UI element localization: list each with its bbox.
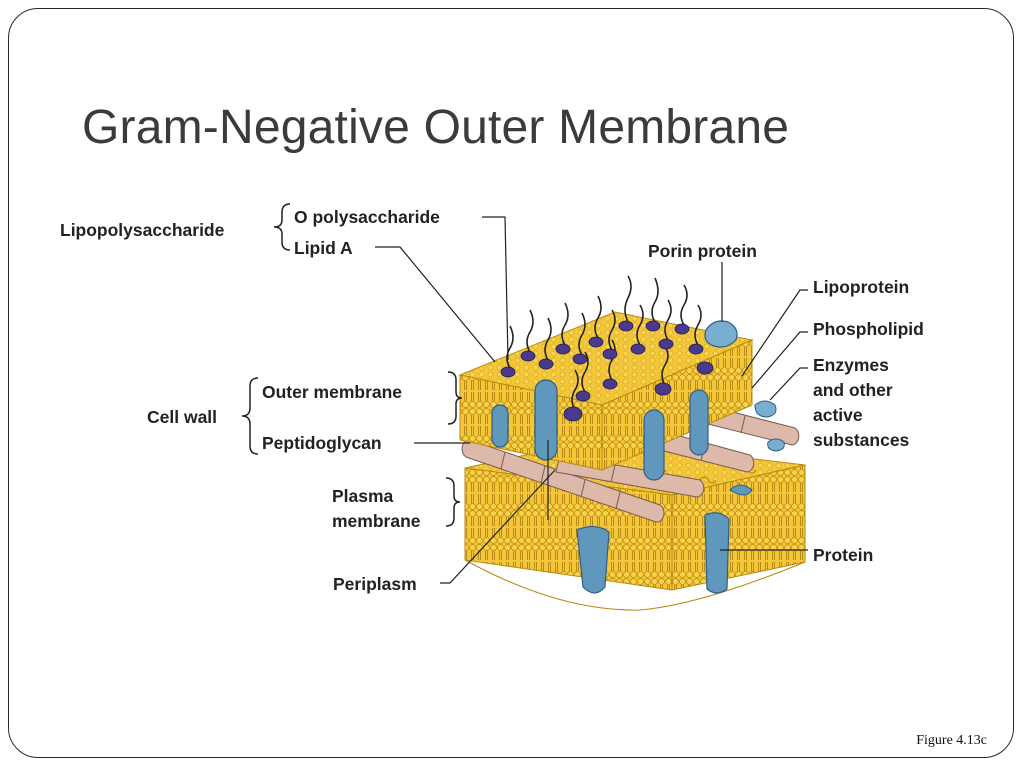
label-cell-wall: Cell wall <box>147 407 217 427</box>
figure-caption: Figure 4.13c <box>916 733 987 748</box>
label-periplasm: Periplasm <box>333 574 417 594</box>
label-lipopolysaccharide: Lipopolysaccharide <box>60 220 225 240</box>
diagram-labels: Lipopolysaccharide O polysaccharide Lipi… <box>60 207 924 594</box>
label-peptidoglycan: Peptidoglycan <box>262 433 382 453</box>
plasma-membrane-proteins <box>576 484 753 594</box>
label-o-polysaccharide: O polysaccharide <box>294 207 440 227</box>
slide-title: Gram-Negative Outer Membrane <box>82 101 790 154</box>
porin-protein <box>704 320 738 348</box>
label-lipoprotein: Lipoprotein <box>813 277 909 297</box>
label-lipid-a: Lipid A <box>294 238 353 258</box>
label-porin-protein: Porin protein <box>648 241 757 261</box>
label-enzymes-line2: and other <box>813 380 893 400</box>
label-phospholipid: Phospholipid <box>813 319 924 339</box>
label-plasma-line2: membrane <box>332 511 421 531</box>
label-outer-membrane: Outer membrane <box>262 382 402 402</box>
leader-lines <box>375 216 808 584</box>
label-enzymes-line4: substances <box>813 430 910 450</box>
label-enzymes-line1: Enzymes <box>813 355 889 375</box>
label-enzymes-line3: active <box>813 405 863 425</box>
outer-membrane-proteins <box>491 379 709 481</box>
enzymes-shapes <box>754 400 785 452</box>
brackets <box>241 203 463 527</box>
label-plasma-line1: Plasma <box>332 486 394 506</box>
lipopolysaccharide-molecules <box>500 275 714 422</box>
label-protein: Protein <box>813 545 873 565</box>
